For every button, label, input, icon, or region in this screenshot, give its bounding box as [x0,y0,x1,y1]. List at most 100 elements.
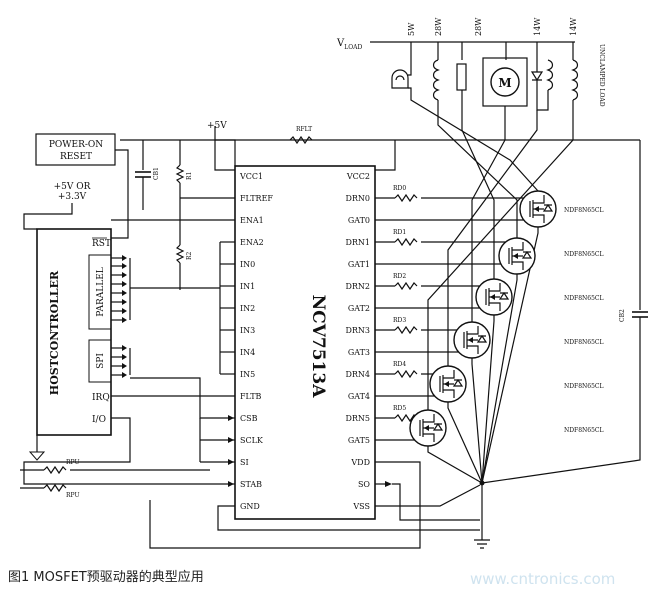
star-ground-node [479,480,485,486]
rd-resistor-3 [394,325,418,335]
chip-pin-vdd: VDD [350,458,370,467]
load-label-2: 28W [474,17,483,36]
motor-label: M [498,76,511,90]
wire [471,106,506,322]
cb2-label: CB2 [619,309,626,322]
wire [392,483,480,521]
chip-pin-drn4: DRN4 [345,370,370,379]
host-pin-io: I/O [92,415,106,425]
chip-pin-fltref: FLTREF [240,194,273,203]
r1-label: R1 [186,172,193,180]
host-controller-title: HOSTCONTROLLER [48,270,61,395]
wire [215,139,236,166]
bus-arrow [122,317,127,323]
bus-arrow [122,272,127,278]
mosfet-label-4: NDF8N65CL [564,383,604,390]
spi-label: SPI [96,353,106,369]
rd-resistor-0 [394,193,418,203]
ground-symbol [28,451,46,461]
bus-arrow [122,308,127,314]
wire [375,384,435,397]
chip-pin-si: SI [240,458,249,467]
bus-arrow [122,263,127,269]
wire [375,340,459,353]
wire [461,90,495,279]
heater-28w [456,63,467,91]
wire [421,191,539,199]
host-pin-rst: RST [92,239,111,249]
load-label-0: 5W [407,22,416,36]
rpu-label-1: RPU [66,459,80,466]
spi-arrow [122,372,127,378]
wire [481,317,641,484]
wire [427,446,483,484]
rd-resistor-5 [394,413,418,423]
spi-arrow [122,363,127,369]
wire [130,377,235,419]
bus-arrow [122,299,127,305]
spi-arrow [122,354,127,360]
chip-pin-in2: IN2 [240,304,255,313]
pin-arrow [228,481,234,487]
wire [471,358,483,484]
rd-resistor-1 [394,237,418,247]
chip-pin-drn1: DRN1 [345,238,370,247]
rd-resistor-4 [394,369,418,379]
wire [375,428,415,441]
wire [111,149,129,239]
chip-pin-drn0: DRN0 [345,194,370,203]
mosfet-label-2: NDF8N65CL [564,295,604,302]
parallel-group-box [88,254,112,330]
r2-label: R2 [186,251,193,260]
chip-pin-so: SO [358,480,370,489]
chip-name: NCV7513A [308,295,328,399]
chip-pin-drn5: DRN5 [345,414,370,423]
chip-pin-gat1: GAT1 [348,260,370,269]
chip-pin-gat2: GAT2 [348,304,370,313]
chip-pin-gat0: GAT0 [348,216,370,225]
rd-label-1: RD1 [393,229,406,236]
rd-label-0: RD0 [393,185,406,192]
wire [375,140,396,171]
wire [217,505,480,531]
motor [490,67,520,97]
solenoid-28w [432,59,440,101]
wire [408,87,539,192]
parallel-label: PARALLEL [96,267,106,317]
r2-resistor [175,244,185,264]
bus-arrow [122,281,127,287]
wire [23,203,73,230]
rpu-label-2: RPU [66,492,80,499]
chip-pin-vcc1: VCC1 [239,172,263,181]
motor-frame [482,57,528,107]
rd-label-4: RD4 [393,361,406,368]
power-on-reset-box [35,133,116,166]
chip-pin-in1: IN1 [240,282,255,291]
load-label-1: 28W [434,17,443,36]
mosfet-label-0: NDF8N65CL [564,207,604,214]
main-ground-symbol [474,539,490,549]
wire [481,315,495,484]
chip-pin-fltb: FLTB [240,392,262,401]
pin-arrow [228,437,234,443]
wire [481,227,539,484]
host-controller-box [36,228,112,436]
chip-pin-vcc2: VCC2 [346,172,370,181]
mosfet-label-3: NDF8N65CL [564,339,604,346]
chip-pin-gnd: GND [240,502,260,511]
mosfet-label-5: NDF8N65CL [564,427,604,434]
supply-5v-label: +5V [207,121,227,131]
bus-arrow [122,255,127,261]
chip-pin-csb: CSB [240,414,258,423]
wire [23,417,235,485]
bus-arrow [122,290,127,296]
rflt-resistor [289,135,313,145]
cb1-label: CB1 [153,167,160,180]
chip-pin-in0: IN0 [240,260,255,269]
wire [481,274,518,484]
unclamped-load-label: UNCLAMPED LOAD [598,44,605,107]
chip-pin-in3: IN3 [240,326,255,335]
r1-resistor [175,164,185,184]
coil-unclamped [571,59,579,101]
wire [536,80,549,111]
